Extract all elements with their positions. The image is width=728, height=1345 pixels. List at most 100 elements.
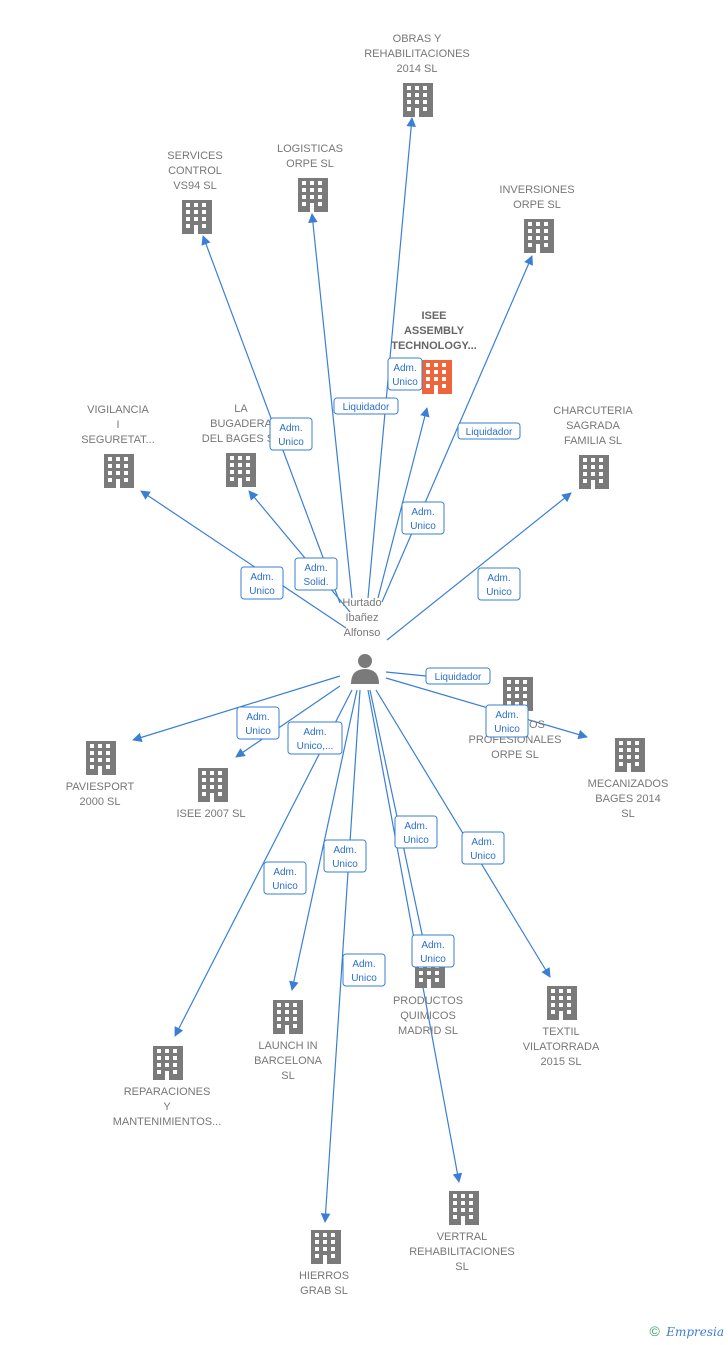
building-icon[interactable] xyxy=(298,178,328,212)
edge-labels-layer: Adm.UnicoLiquidadorAdm.UnicoLiquidadorAd… xyxy=(236,357,529,987)
building-icon[interactable] xyxy=(226,453,256,487)
building-icon[interactable] xyxy=(547,986,577,1020)
edge-role-textil[interactable]: Adm.Unico xyxy=(461,831,505,865)
brand-logo[interactable]: Empresia xyxy=(666,1325,724,1339)
person-icon[interactable] xyxy=(351,654,379,684)
edge-role-logisticas[interactable]: Liquidador xyxy=(333,397,399,415)
edge-role-reparaciones[interactable]: Adm.Unico xyxy=(263,861,307,895)
edge-line-isee2007 xyxy=(235,685,341,758)
edge-role-isee_assembly[interactable]: Adm.Unico xyxy=(401,501,445,535)
edge-role-label: Adm.Unico xyxy=(403,821,429,846)
edge-line-inversiones xyxy=(381,255,533,603)
company-label[interactable]: ISEE 2007 SL xyxy=(176,808,245,820)
edge-role-inversiones[interactable]: Liquidador xyxy=(457,422,521,440)
edge-line-bugadera xyxy=(248,490,351,613)
edge-line-hierros xyxy=(320,689,361,1223)
edge-role-label: Adm.Unico xyxy=(392,363,418,388)
edge-line-launch xyxy=(289,689,358,991)
copyright-symbol: © xyxy=(649,1323,660,1339)
building-icon[interactable] xyxy=(422,360,452,394)
edge-role-label: Adm.Unico,... xyxy=(297,727,334,752)
building-icon[interactable] xyxy=(86,741,116,775)
edge-role-isee2007[interactable]: Adm.Unico,... xyxy=(287,721,343,755)
edge-role-servicios_prof[interactable]: Liquidador xyxy=(425,667,491,685)
edge-role-label: Adm.Unico xyxy=(470,837,496,862)
edge-role-paviesport[interactable]: Adm.Unico xyxy=(236,706,280,740)
edge-role-label: Adm.Unico xyxy=(278,423,304,448)
edge-role-obras[interactable]: Adm.Unico xyxy=(387,357,423,391)
edge-role-label: Liquidador xyxy=(466,427,513,438)
edge-role-label: Liquidador xyxy=(435,672,482,683)
building-icon[interactable] xyxy=(579,455,609,489)
edge-role-services_control[interactable]: Adm.Unico xyxy=(269,417,313,451)
edge-role-mecanizados[interactable]: Adm.Unico xyxy=(485,704,529,738)
edge-role-label: Adm.Unico xyxy=(245,712,271,737)
building-icon[interactable] xyxy=(182,200,212,234)
edge-role-productos[interactable]: Adm.Unico xyxy=(394,815,438,849)
building-icon[interactable] xyxy=(615,738,645,772)
building-icon[interactable] xyxy=(403,83,433,117)
building-icon[interactable] xyxy=(311,1230,341,1264)
building-icon[interactable] xyxy=(104,454,134,488)
edge-line-logisticas xyxy=(308,213,353,599)
edge-role-label: Adm.Unico xyxy=(249,572,275,597)
edge-role-label: Adm.Unico xyxy=(494,710,520,735)
edge-role-charcuteria[interactable]: Adm.Unico xyxy=(477,567,521,601)
edge-role-label: Adm.Unico xyxy=(332,845,358,870)
building-icon[interactable] xyxy=(153,1046,183,1080)
edge-role-label: Adm.Unico xyxy=(351,959,377,984)
building-icon[interactable] xyxy=(524,219,554,253)
building-icon[interactable] xyxy=(273,1000,303,1034)
building-icon[interactable] xyxy=(449,1191,479,1225)
edge-role-label: Adm.Unico xyxy=(420,940,446,965)
edge-line-vigilancia xyxy=(140,490,347,629)
edge-line-paviesport xyxy=(132,675,341,743)
edge-role-label: Adm.Unico xyxy=(410,507,436,532)
company-node-isee2007[interactable]: ISEE 2007 SL xyxy=(176,768,246,820)
edge-role-launch[interactable]: Adm.Unico xyxy=(323,839,367,873)
edge-role-bugadera[interactable]: Adm.Solid. xyxy=(294,557,338,591)
building-icon[interactable] xyxy=(198,768,228,802)
edge-role-hierros[interactable]: Adm.Unico xyxy=(342,953,386,987)
edge-role-vigilancia[interactable]: Adm.Unico xyxy=(240,566,284,600)
edge-role-label: Adm.Unico xyxy=(272,867,298,892)
edge-role-vertral[interactable]: Adm.Unico xyxy=(411,934,455,968)
edge-role-label: Adm.Unico xyxy=(486,573,512,598)
